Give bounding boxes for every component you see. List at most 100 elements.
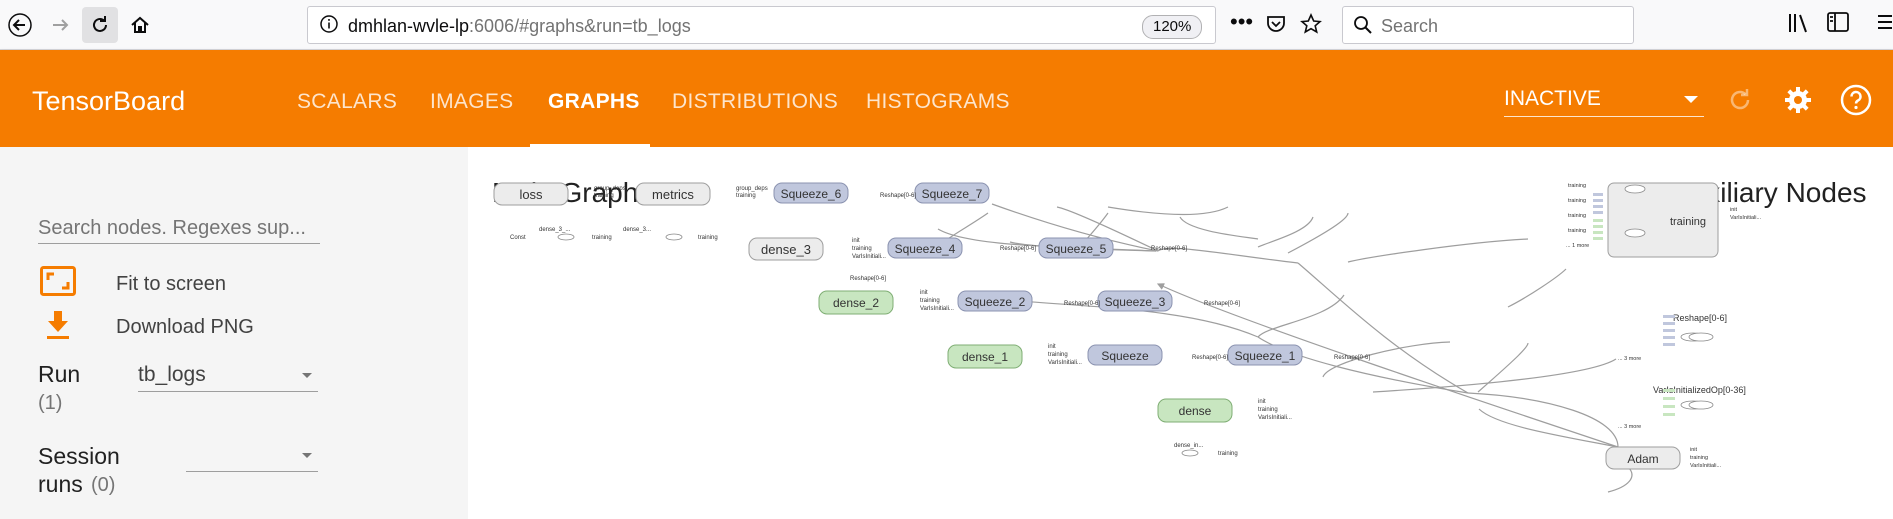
browser-search-input[interactable]: Search — [1342, 6, 1634, 44]
node-squeeze-5[interactable]: Squeeze_5 — [1038, 237, 1114, 259]
pocket-icon[interactable] — [1266, 15, 1286, 39]
fit-to-screen-label: Fit to screen — [116, 273, 227, 295]
status-value: INACTIVE — [1504, 87, 1601, 110]
forward-icon[interactable] — [42, 7, 78, 43]
node-label: Squeeze_2 — [965, 295, 1026, 309]
aux-node-training[interactable]: training — [1607, 182, 1719, 258]
node-label: Squeeze_4 — [895, 242, 956, 256]
svg-text:init: init — [1730, 207, 1738, 213]
chevron-down-icon — [302, 373, 312, 378]
download-png-label: Download PNG — [116, 316, 254, 338]
download-png-button[interactable]: Download PNG — [38, 307, 254, 343]
node-label: Reshape[0-6] — [1673, 313, 1727, 323]
svg-text:training: training — [1568, 213, 1586, 219]
refresh-icon[interactable] — [1722, 82, 1758, 118]
settings-gear-icon[interactable] — [1780, 82, 1816, 118]
node-dense-3[interactable]: dense_3 — [748, 237, 824, 261]
svg-text:init: init — [1690, 447, 1698, 453]
node-dense-2[interactable]: dense_2 — [818, 290, 894, 315]
tab-images[interactable]: IMAGES — [430, 90, 514, 113]
node-label: Adam — [1627, 452, 1658, 466]
svg-text:VarIsInitiali...: VarIsInitiali... — [1048, 360, 1082, 366]
node-squeeze-6[interactable]: Squeeze_6 — [773, 182, 849, 204]
svg-text:init: init — [920, 290, 928, 296]
search-nodes-input[interactable]: Search nodes. Regexes sup... — [38, 215, 320, 244]
aux-training-inputs: training training training training ... … — [1566, 183, 1762, 249]
graph-svg[interactable]: loss metrics dense_3 Squeeze_6 Squeeze_7… — [468, 147, 1893, 519]
svg-text:training: training — [1568, 228, 1586, 234]
svg-text:training: training — [592, 235, 612, 241]
more-actions-icon[interactable]: ••• — [1230, 9, 1254, 34]
fit-to-screen-button[interactable]: Fit to screen — [38, 263, 226, 299]
search-nodes-placeholder: Search nodes. Regexes sup... — [38, 217, 306, 239]
node-dense[interactable]: dense — [1157, 398, 1233, 423]
info-icon[interactable] — [320, 15, 338, 39]
url-bar[interactable]: dmhlan-wvle-lp:6006/#graphs&run=tb_logs … — [307, 6, 1322, 44]
node-dense-1[interactable]: dense_1 — [947, 344, 1023, 369]
sidebar-toggle-icon[interactable] — [1827, 12, 1849, 38]
svg-text:init: init — [852, 238, 860, 244]
aux-node-varisinitialized[interactable]: VarIsInitializedOp[0-36] — [1653, 385, 1746, 410]
node-label: Squeeze_1 — [1235, 349, 1296, 363]
svg-text:training: training — [1048, 352, 1068, 358]
tab-graphs[interactable]: GRAPHS — [548, 90, 640, 113]
aux-reshape-more: ... 3 more — [1618, 356, 1641, 362]
node-squeeze-2[interactable]: Squeeze_2 — [957, 290, 1033, 312]
node-label: Squeeze_3 — [1105, 295, 1166, 309]
svg-text:Reshape[0-6]: Reshape[0-6] — [1204, 301, 1240, 307]
node-label: Squeeze_6 — [781, 187, 842, 201]
aux-blue-inputs — [1593, 193, 1603, 214]
svg-text:dense_3...: dense_3... — [623, 227, 651, 233]
svg-text:VarIsInitiali...: VarIsInitiali... — [852, 254, 886, 260]
graph-canvas[interactable]: Main Graph Auxiliary Nodes — [468, 147, 1893, 519]
svg-text:dense_3_...: dense_3_... — [539, 227, 571, 233]
tab-distributions[interactable]: DISTRIBUTIONS — [672, 90, 839, 113]
node-squeeze-7[interactable]: Squeeze_7 — [914, 182, 990, 204]
aux-node-reshape[interactable]: Reshape[0-6] — [1673, 313, 1727, 342]
node-label: dense_1 — [962, 350, 1008, 364]
svg-text:training: training — [1568, 183, 1586, 189]
help-icon[interactable] — [1838, 82, 1874, 118]
aux-node-adam[interactable]: Adam — [1605, 446, 1681, 470]
aux-var-more: ... 3 more — [1618, 424, 1641, 430]
node-metrics[interactable]: metrics — [635, 182, 711, 206]
download-icon — [38, 307, 78, 343]
status-select[interactable]: INACTIVE — [1504, 86, 1704, 117]
menu-icon[interactable] — [1878, 12, 1892, 38]
node-squeeze-1[interactable]: Squeeze_1 — [1227, 344, 1303, 366]
session-runs-count: (0) — [91, 474, 116, 496]
library-icon[interactable] — [1787, 12, 1811, 40]
zoom-level-badge[interactable]: 120% — [1142, 15, 1203, 39]
home-icon[interactable] — [122, 7, 158, 43]
tab-histograms[interactable]: HISTOGRAMS — [866, 90, 1010, 113]
node-label: metrics — [652, 187, 694, 202]
node-squeeze-3[interactable]: Squeeze_3 — [1097, 290, 1173, 312]
tab-scalars[interactable]: SCALARS — [297, 90, 398, 113]
svg-text:Reshape[0-6]: Reshape[0-6] — [850, 276, 886, 282]
svg-text:training: training — [1258, 407, 1278, 413]
svg-text:VarIsInitiali...: VarIsInitiali... — [1690, 463, 1722, 469]
reload-icon[interactable] — [82, 7, 118, 43]
session-runs-select[interactable] — [186, 441, 318, 472]
svg-text:training: training — [920, 298, 940, 304]
aux-reshape-inputs — [1663, 315, 1675, 346]
back-icon[interactable] — [2, 7, 38, 43]
node-squeeze-4[interactable]: Squeeze_4 — [887, 237, 963, 259]
svg-text:training: training — [1690, 455, 1708, 461]
run-count: (1) — [38, 392, 63, 414]
node-loss[interactable]: loss — [493, 182, 569, 206]
node-label: VarIsInitializedOp[0-36] — [1653, 385, 1746, 395]
node-squeeze[interactable]: Squeeze — [1087, 344, 1163, 366]
chevron-down-icon — [1684, 96, 1698, 103]
node-label: dense_3 — [761, 242, 811, 257]
browser-toolbar: dmhlan-wvle-lp:6006/#graphs&run=tb_logs … — [0, 0, 1893, 50]
svg-text:Reshape[0-6]: Reshape[0-6] — [1334, 355, 1370, 361]
run-select[interactable]: tb_logs — [138, 361, 318, 392]
url-path: :6006/#graphs&run=tb_logs — [469, 16, 691, 36]
svg-text:training: training — [1218, 451, 1238, 457]
node-label: dense — [1179, 404, 1212, 418]
url-text: dmhlan-wvle-lp:6006/#graphs&run=tb_logs — [348, 16, 691, 37]
chevron-down-icon — [302, 453, 312, 458]
svg-text:VarIsInitiali...: VarIsInitiali... — [1730, 215, 1762, 221]
bookmark-star-icon[interactable] — [1300, 13, 1322, 41]
